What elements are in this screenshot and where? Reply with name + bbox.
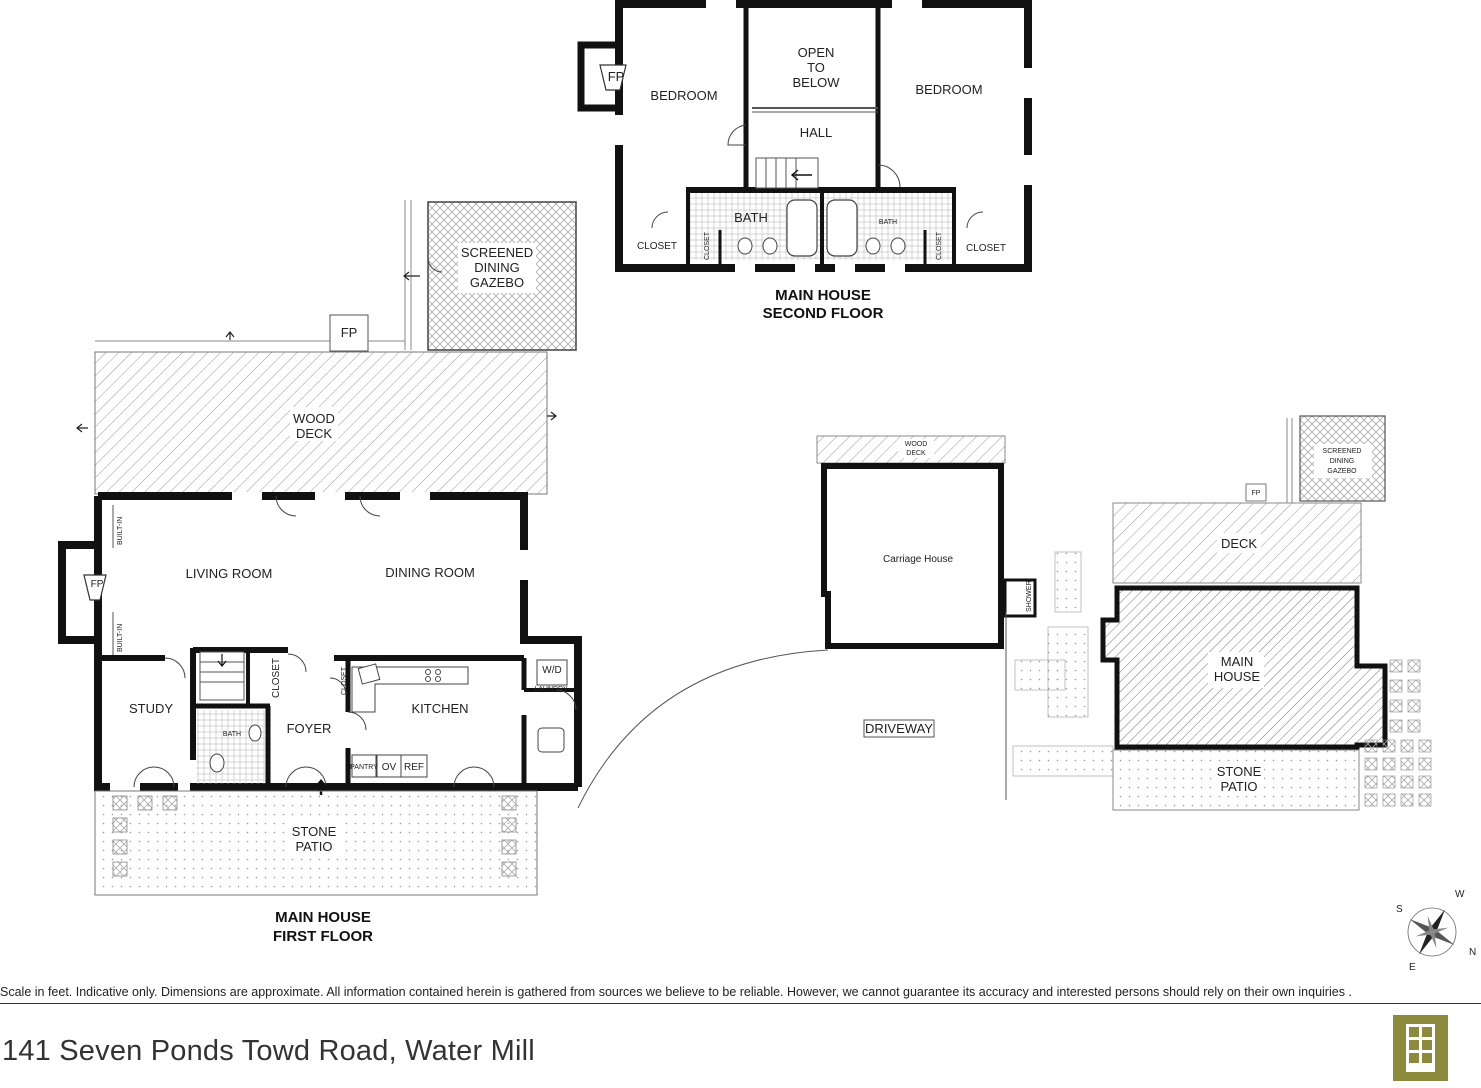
site-main-house-line1: MAIN (1221, 654, 1254, 669)
site-deck-label: DECK (1221, 536, 1257, 551)
oven-label: OV (382, 762, 397, 773)
second-floor-title-line2: SECOND FLOOR (763, 305, 884, 322)
site-gazebo-line2: DINING (1330, 458, 1355, 465)
study-label: STUDY (129, 701, 173, 716)
open-to-below-line1: OPEN (798, 45, 835, 60)
second-floor-fireplace-label: FP (608, 69, 625, 84)
site-gazebo-line3: GAZEBO (1327, 468, 1357, 475)
second-floor-closet-small-right: CLOSET (936, 231, 943, 260)
second-floor-bath-right-label: BATH (879, 219, 897, 226)
closet-label: CLOSET (271, 658, 282, 698)
second-floor-bedroom-left-label: BEDROOM (650, 88, 717, 103)
wood-deck-label-line1: WOOD (293, 411, 335, 426)
first-floor-title-line2: FIRST FLOOR (273, 928, 373, 945)
site-wood-deck-line2: DECK (906, 450, 926, 457)
gazebo-label-line3: GAZEBO (470, 275, 524, 290)
driveway-label: DRIVEWAY (865, 721, 933, 736)
gazebo-label-line1: SCREENED (461, 245, 533, 260)
shower-label: SHOWER (1026, 581, 1033, 613)
laundry-label: LAUNDRY (534, 686, 568, 693)
second-floor-bedroom-right-label: BEDROOM (915, 82, 982, 97)
wood-deck-label-line2: DECK (296, 426, 332, 441)
open-to-below-line2: TO (807, 60, 825, 75)
open-to-below-line3: BELOW (793, 75, 841, 90)
living-room-label: LIVING ROOM (186, 566, 273, 581)
site-plan: WOOD DECK Carriage House SHOWER DRIVEWAY… (577, 415, 1432, 811)
dining-room-label: DINING ROOM (385, 565, 475, 580)
second-floor-plan: FP BEDROOM BEDROOM OPEN TO BELOW HALL BA… (577, 0, 1033, 322)
first-floor-bath-label: BATH (223, 731, 241, 738)
site-stone-patio-line2: PATIO (1220, 779, 1257, 794)
first-floor-plan: SCREENED DINING GAZEBO FP WOOD DECK BUIL… (58, 200, 582, 945)
compass-w: W (1455, 889, 1465, 900)
carriage-house-label: Carriage House (883, 554, 953, 565)
washer-dryer-label: W/D (542, 665, 561, 676)
property-address: 141 Seven Ponds Towd Road, Water Mill (2, 1035, 535, 1067)
site-stone-patio-line1: STONE (1217, 764, 1262, 779)
disclaimer-text: Scale in feet. Indicative only. Dimensio… (0, 985, 1352, 999)
second-floor-title-line1: MAIN HOUSE (775, 287, 871, 304)
footer-divider (0, 1003, 1481, 1004)
second-floor-closet-small-left: CLOSET (704, 231, 711, 260)
compass-e: E (1409, 962, 1416, 973)
stone-patio-label-line1: STONE (292, 824, 337, 839)
brokerage-logo-icon (1393, 1015, 1448, 1081)
compass-rose-icon: W S N E (1396, 889, 1476, 973)
compass-s: S (1396, 904, 1403, 915)
first-floor-title-line1: MAIN HOUSE (275, 909, 371, 926)
second-floor-closet-left-label: CLOSET (637, 241, 677, 252)
kitchen-label: KITCHEN (411, 701, 468, 716)
builtin-top-label: BUILT-IN (117, 517, 124, 545)
second-floor-bath-left-label: BATH (734, 210, 768, 225)
refrigerator-label: REF (404, 762, 424, 773)
closet-small-label: CLOSET (341, 666, 348, 695)
site-fireplace-label: FP (1252, 490, 1261, 497)
site-gazebo-line1: SCREENED (1323, 448, 1362, 455)
compass-n: N (1469, 947, 1476, 958)
gazebo-label-line2: DINING (474, 260, 520, 275)
deck-fireplace-label: FP (341, 325, 358, 340)
site-main-house-line2: HOUSE (1214, 669, 1261, 684)
site-wood-deck-line1: WOOD (905, 441, 928, 448)
foyer-label: FOYER (287, 721, 332, 736)
second-floor-hall-label: HALL (800, 125, 833, 140)
floor-plan: FP BEDROOM BEDROOM OPEN TO BELOW HALL BA… (58, 0, 1476, 973)
pantry-label: PANTRY (350, 764, 378, 771)
stone-patio-label-line2: PATIO (295, 839, 332, 854)
first-floor-fireplace-label: FP (91, 579, 104, 590)
second-floor-closet-right-label: CLOSET (966, 243, 1006, 254)
builtin-bottom-label: BUILT-IN (117, 624, 124, 652)
